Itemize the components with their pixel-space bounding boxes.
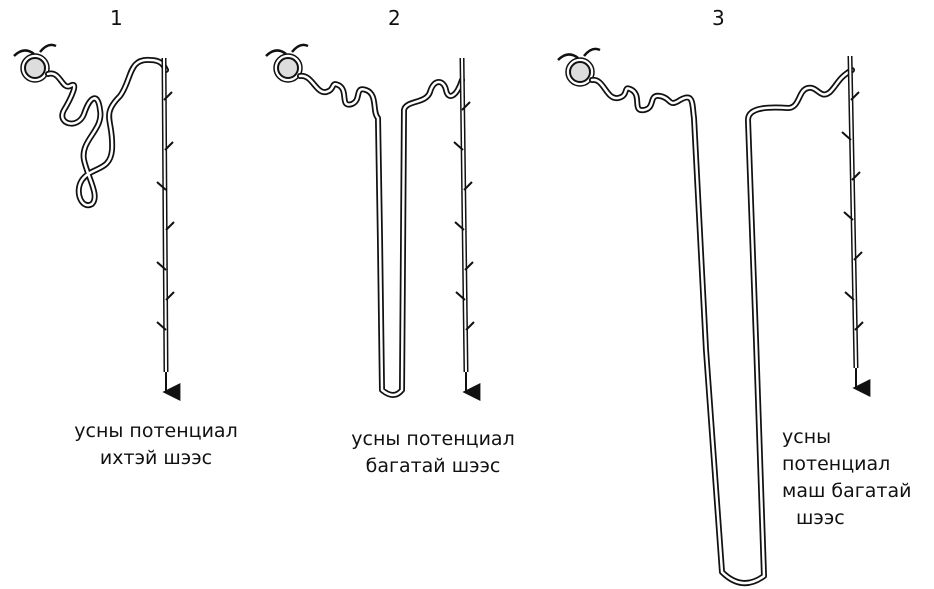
caption-3: усны потенциал маш багатай шээс xyxy=(782,424,932,532)
glomerulus-2 xyxy=(278,58,298,78)
tubule-1 xyxy=(48,60,166,205)
glomerulus-1 xyxy=(25,58,45,78)
caption-3-line-3: маш багатай xyxy=(782,478,932,505)
panel-number-3: 3 xyxy=(712,6,725,30)
caption-2-line-1: усны потенциал xyxy=(333,426,533,453)
caption-3-line-4: шээс xyxy=(782,505,932,532)
caption-2-line-2: багатай шээс xyxy=(333,453,533,480)
caption-3-line-2: потенциал xyxy=(782,451,932,478)
caption-2: усны потенциал багатай шээс xyxy=(333,426,533,480)
nephron-1 xyxy=(14,45,174,392)
panel-number-1: 1 xyxy=(110,6,123,30)
caption-1-line-2: ихтэй шээс xyxy=(56,445,256,472)
panel-number-2: 2 xyxy=(388,6,401,30)
caption-3-line-1: усны xyxy=(782,424,932,451)
caption-1-line-1: усны потенциал xyxy=(56,418,256,445)
nephron-2 xyxy=(266,45,474,395)
glomerulus-3 xyxy=(570,62,590,82)
caption-1: усны потенциал ихтэй шээс xyxy=(56,418,256,472)
